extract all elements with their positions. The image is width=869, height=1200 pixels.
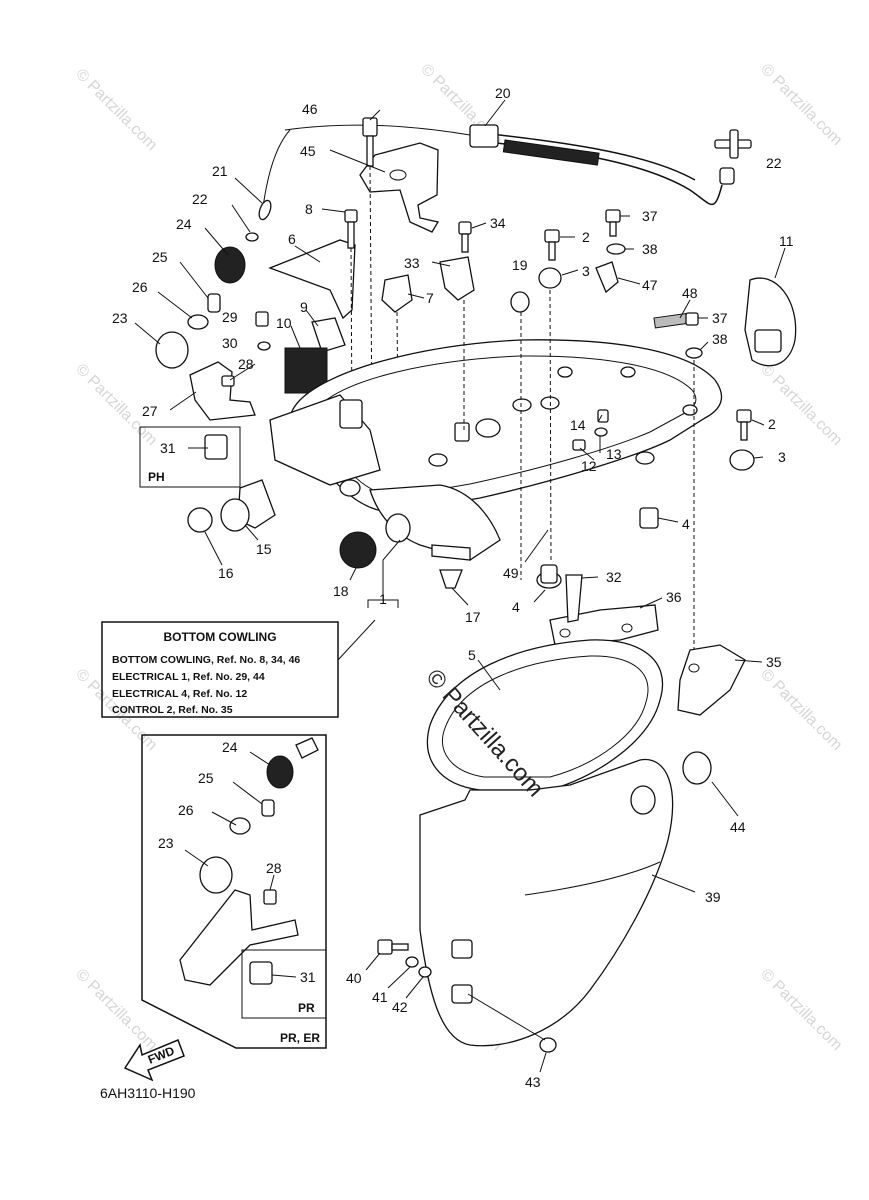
- bracket-45: [359, 117, 440, 421]
- callout-38: 38: [712, 331, 728, 347]
- callout-37: 37: [712, 310, 728, 326]
- callout-33: 33: [404, 255, 420, 271]
- watermark: © Partzilla.com: [757, 61, 845, 149]
- info-box-line: CONTROL 2, Ref. No. 35: [112, 704, 233, 716]
- callout-49: 49: [503, 565, 519, 581]
- callout-30: 30: [222, 335, 238, 351]
- callout-22: 22: [192, 191, 208, 207]
- callout-4: 4: [512, 599, 520, 615]
- callout-11: 11: [779, 233, 794, 249]
- ph-label: PH: [148, 470, 165, 484]
- callout-31: 31: [160, 440, 176, 456]
- callout-6: 6: [288, 231, 296, 247]
- cowl-39: [419, 758, 674, 1047]
- callout-48: 48: [682, 285, 698, 301]
- pr-label: PR: [298, 1001, 315, 1015]
- callout-labels: 1 2 2 3 3 4 4 5 6 7 8 9 10 11 12 13 14 1…: [112, 85, 794, 1090]
- callout-3: 3: [582, 263, 590, 279]
- callout-25: 25: [198, 770, 214, 786]
- cable-assembly: [245, 124, 752, 242]
- watermark: © Partzilla.com: [72, 66, 160, 154]
- ph-box: PH: [139, 426, 241, 488]
- callout-18: 18: [333, 583, 349, 599]
- callout-42: 42: [392, 999, 408, 1015]
- pr-er-label: PR, ER: [280, 1031, 320, 1045]
- reference-code: 6AH3110-H190: [100, 1085, 196, 1101]
- callout-13: 13: [606, 446, 622, 462]
- callout-26: 26: [178, 802, 194, 818]
- callout-32: 32: [606, 569, 622, 585]
- callout-8: 8: [305, 201, 313, 217]
- callout-35: 35: [766, 654, 782, 670]
- left-parts: [155, 246, 271, 369]
- seal-5: [426, 639, 664, 791]
- callout-45: 45: [300, 143, 316, 159]
- info-box: BOTTOM COWLING BOTTOM COWLING, Ref. No. …: [101, 621, 339, 718]
- callout-23: 23: [158, 835, 174, 851]
- callout-21: 21: [212, 163, 228, 179]
- watermark: © Partzilla.com: [72, 966, 160, 1054]
- brackets-35-36: [549, 574, 746, 716]
- callout-24: 24: [222, 739, 238, 755]
- callout-43: 43: [525, 1074, 541, 1090]
- leader-lines: [134, 99, 786, 1073]
- callout-28: 28: [266, 860, 282, 876]
- info-box-line: ELECTRICAL 1, Ref. No. 29, 44: [112, 671, 265, 683]
- callout-12: 12: [581, 458, 597, 474]
- watermark: © Partzilla.com: [757, 966, 845, 1054]
- callout-26: 26: [132, 279, 148, 295]
- callout-4: 4: [682, 516, 690, 532]
- callout-36: 36: [666, 589, 682, 605]
- info-box-title: BOTTOM COWLING: [163, 630, 276, 644]
- callout-5: 5: [468, 647, 476, 663]
- callout-1-bracket: [337, 539, 401, 661]
- callout-3: 3: [778, 449, 786, 465]
- fasteners-40-44: [377, 751, 712, 1053]
- lower-grommets: [187, 479, 471, 589]
- callout-24: 24: [176, 216, 192, 232]
- callout-23: 23: [112, 310, 128, 326]
- callout-14: 14: [570, 417, 586, 433]
- callout-17: 17: [465, 609, 481, 625]
- callout-39: 39: [705, 889, 721, 905]
- callout-47: 47: [642, 277, 658, 293]
- callout-34: 34: [490, 215, 506, 231]
- right-parts: [536, 209, 797, 670]
- bracket-27: [189, 361, 256, 421]
- center-parts: [439, 221, 562, 580]
- callout-2: 2: [582, 229, 590, 245]
- callout-15: 15: [256, 541, 272, 557]
- callout-10: 10: [276, 315, 292, 331]
- callout-2: 2: [768, 416, 776, 432]
- callout-25: 25: [152, 249, 168, 265]
- watermark: © Partzilla.com: [757, 666, 845, 754]
- info-box-line: ELECTRICAL 4, Ref. No. 12: [112, 688, 247, 700]
- callout-29: 29: [222, 309, 238, 325]
- callout-40: 40: [346, 970, 362, 986]
- pr-er-panel: PR PR, ER: [141, 734, 327, 1049]
- bracket-6: [268, 209, 358, 421]
- callout-28: 28: [238, 356, 254, 372]
- callout-31: 31: [300, 969, 316, 985]
- bottom-cowling-frame: [269, 339, 723, 561]
- callout-37: 37: [642, 208, 658, 224]
- callout-1: 1: [379, 591, 387, 607]
- callout-9: 9: [300, 299, 308, 315]
- callout-22: 22: [766, 155, 782, 171]
- info-box-line: BOTTOM COWLING, Ref. No. 8, 34, 46: [112, 654, 300, 666]
- small-parts-12-14: [572, 409, 609, 451]
- callout-41: 41: [372, 989, 388, 1005]
- callout-44: 44: [730, 819, 746, 835]
- callout-19: 19: [512, 257, 528, 273]
- callout-20: 20: [495, 85, 511, 101]
- callout-27: 27: [142, 403, 158, 419]
- callout-7: 7: [426, 290, 434, 306]
- callout-16: 16: [218, 565, 234, 581]
- callout-46: 46: [302, 101, 318, 117]
- callout-38: 38: [642, 241, 658, 257]
- watermark: © Partzilla.com: [757, 361, 845, 449]
